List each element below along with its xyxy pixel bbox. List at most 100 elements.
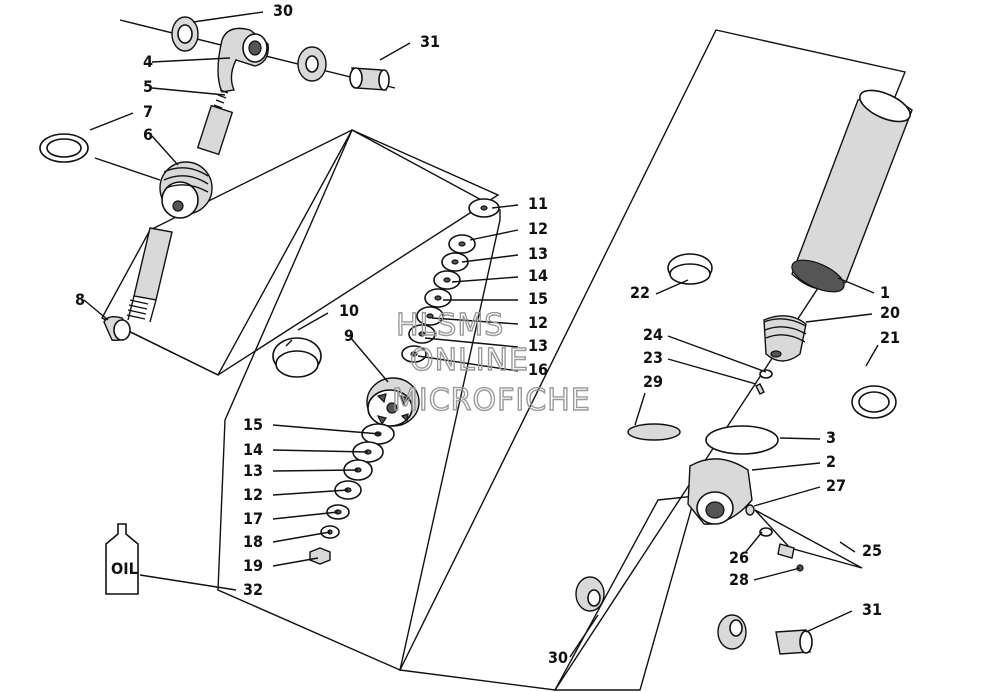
callout-leader-c24	[667, 335, 767, 373]
watermark-line-1: HLSMS	[396, 308, 504, 343]
callout-leader-c12b	[431, 317, 519, 325]
ring-22	[667, 253, 713, 285]
sleeve-31-lower	[775, 629, 813, 655]
callout-leader-c12a	[469, 229, 519, 241]
callout-leader-c7	[89, 112, 134, 131]
callout-number-c31a: 31	[420, 32, 440, 51]
callout-number-c11: 11	[528, 194, 548, 213]
callout-number-c30b: 30	[548, 648, 568, 667]
callout-leader-c32	[139, 574, 237, 591]
oil-bottle-label: OIL	[111, 559, 138, 578]
callout-number-c15a: 15	[528, 289, 548, 308]
callout-number-c28: 28	[729, 570, 749, 589]
callout-leader-c8	[83, 299, 109, 321]
callout-number-c20: 20	[880, 303, 900, 322]
oil-bottle-32: OIL	[105, 523, 139, 595]
callout-number-c12c: 12	[243, 485, 263, 504]
callout-leader-c9	[349, 336, 389, 383]
callout-number-c14a: 14	[528, 266, 548, 285]
bushing-30-upper	[171, 16, 199, 52]
eye-mount-2	[687, 458, 753, 525]
callout-number-c13c: 13	[243, 461, 263, 480]
washer-24-23	[755, 369, 773, 395]
callout-leader-c20	[805, 313, 873, 323]
label-29	[627, 423, 681, 441]
callout-leader-c3	[779, 437, 821, 440]
callout-leader-c13b	[424, 337, 519, 348]
callout-number-c2: 2	[826, 452, 836, 471]
callout-leader-c14b	[272, 449, 369, 453]
shock-body-parts	[575, 89, 913, 655]
callout-leader-c26	[744, 531, 763, 554]
callout-number-c7: 7	[143, 102, 153, 121]
piston-20	[763, 315, 807, 362]
callout-number-c18: 18	[243, 532, 263, 551]
callout-leader-c1	[837, 277, 875, 294]
callout-number-c9: 9	[344, 326, 354, 345]
shaft-assembly	[39, 89, 234, 342]
bleeder-parts	[745, 504, 804, 572]
callout-leader-c16	[417, 355, 519, 372]
callout-number-c12a: 12	[528, 219, 548, 238]
bushing-30-lower	[575, 576, 747, 650]
callout-number-c12b: 12	[528, 313, 548, 332]
callout-leader-c23	[667, 358, 757, 385]
ring-10	[272, 337, 322, 378]
watermark-line-3: MICROFICHE	[392, 383, 591, 418]
callout-leader-c13c	[272, 469, 359, 472]
shim-stack-upper	[401, 198, 500, 363]
callout-leader-c25	[839, 541, 856, 553]
o-ring-3	[705, 425, 779, 455]
callout-number-c30a: 30	[273, 1, 293, 20]
callout-number-c15b: 15	[243, 415, 263, 434]
callout-leader-c19	[272, 557, 319, 567]
callout-number-c3: 3	[826, 428, 836, 447]
valve-stack	[272, 198, 500, 565]
threaded-stud-5	[196, 89, 234, 156]
callout-number-c21: 21	[880, 328, 900, 347]
shim-stack-lower	[309, 423, 395, 565]
watermark: HLSMS ONLINE MICROFICHE	[391, 307, 591, 418]
callout-leader-c2	[751, 462, 821, 471]
callout-number-c26: 26	[729, 548, 749, 567]
callout-number-c19: 19	[243, 556, 263, 575]
callout-number-c25: 25	[862, 541, 882, 560]
callout-number-c10: 10	[339, 301, 359, 320]
callout-number-c4: 4	[143, 52, 153, 71]
callout-leader-c17	[272, 511, 339, 520]
callout-leader-c5	[151, 87, 226, 96]
callout-number-c14b: 14	[243, 440, 263, 459]
callout-leader-c27	[753, 486, 821, 507]
sleeve-31-upper	[349, 67, 390, 91]
callout-number-c1: 1	[880, 283, 890, 302]
callout-number-c29: 29	[643, 372, 663, 391]
bleeder-boundary	[754, 509, 863, 569]
callout-leader-c15b	[272, 424, 381, 435]
callout-number-c31b: 31	[862, 600, 882, 619]
callout-leader-c4	[151, 57, 231, 63]
callout-number-c17: 17	[243, 509, 263, 528]
bushing-30-right	[297, 46, 327, 82]
piston-9	[366, 377, 420, 427]
callout-leader-c21	[865, 344, 879, 367]
callout-number-c6: 6	[143, 125, 153, 144]
seal-axis	[94, 157, 161, 181]
callout-number-c13a: 13	[528, 244, 548, 263]
piston-6	[159, 161, 213, 219]
body-boundary	[398, 29, 906, 691]
spacer-8	[103, 315, 131, 342]
callout-leader-c30b	[569, 614, 599, 658]
callout-leader-c10	[297, 312, 329, 331]
ring-21	[851, 385, 897, 419]
callout-leader-c14a	[451, 276, 519, 283]
callout-leader-c30a	[192, 11, 264, 23]
callout-leader-c31b	[805, 610, 853, 633]
callout-number-c22: 22	[630, 283, 650, 302]
eye-boundary	[553, 495, 696, 691]
upper-shaft-boundary	[101, 129, 353, 376]
callout-number-c32: 32	[243, 580, 263, 599]
callout-number-c8: 8	[75, 290, 85, 309]
callout-number-c24: 24	[643, 325, 663, 344]
